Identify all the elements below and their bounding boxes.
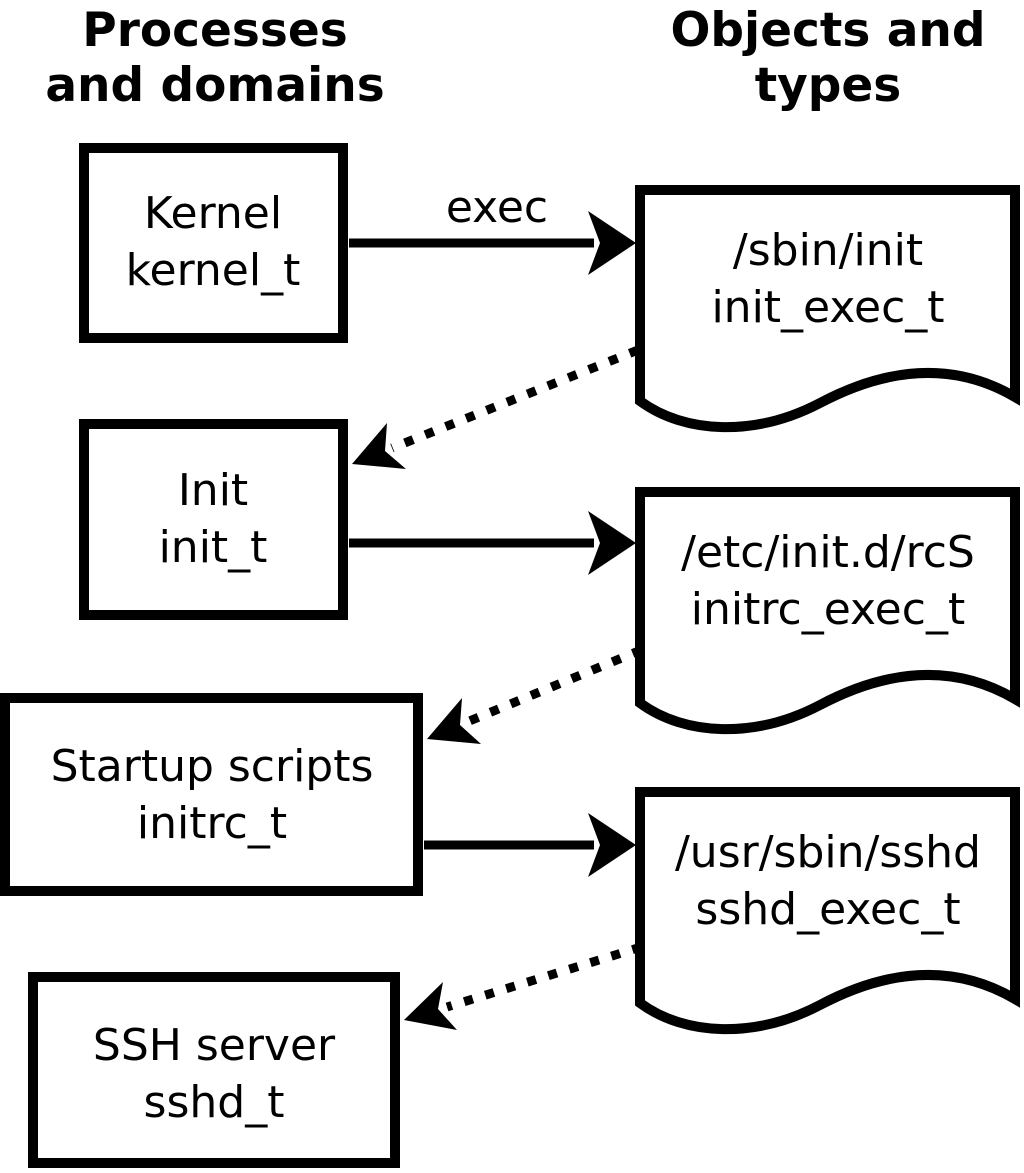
ssh-server-domain: sshd_t [144, 1077, 285, 1128]
transition-dotted-shaft [390, 345, 640, 453]
sshd-exec-type: sshd_exec_t [695, 884, 960, 935]
ssh-server-label: SSH server [93, 1020, 336, 1071]
transition-arrow-to-sshd [404, 942, 643, 1030]
exec-arrow-init-to-initrc-exec [349, 511, 636, 575]
process-node-initrc: Startup scripts initrc_t [0, 693, 423, 896]
init-label: Init [178, 465, 248, 516]
startup-scripts-domain: initrc_t [137, 798, 287, 849]
column-header-processes: Processes and domains [45, 3, 384, 113]
transition-arrow-to-initrc [427, 645, 643, 744]
exec-arrow-label: exec [446, 182, 548, 233]
exec-arrowhead-icon [588, 211, 636, 275]
transition-arrow-to-init [352, 345, 640, 469]
init-exec-path: /sbin/init [733, 225, 923, 276]
startup-scripts-label: Startup scripts [51, 741, 374, 792]
process-node-init: Init init_t [79, 419, 348, 620]
transition-arrowhead-icon [352, 423, 406, 469]
header-objects-line2: types [755, 58, 902, 113]
kernel-box [79, 143, 348, 343]
initrc-exec-type: initrc_exec_t [691, 584, 965, 635]
kernel-domain: kernel_t [126, 245, 301, 296]
header-objects-line1: Objects and [670, 3, 985, 58]
header-processes-line2: and domains [45, 58, 384, 113]
kernel-label: Kernel [144, 188, 282, 239]
startup-scripts-box [0, 693, 423, 896]
initrc-exec-document-shape [635, 487, 1020, 735]
column-header-objects: Objects and types [670, 3, 985, 113]
object-node-sshd-exec: /usr/sbin/sshd sshd_exec_t [635, 787, 1020, 1035]
exec-arrow-initrc-to-sshd-exec [424, 813, 636, 877]
exec-arrow-kernel-to-init-exec: exec [349, 182, 636, 275]
transition-arrowhead-icon [427, 698, 481, 744]
exec-arrowhead-icon [588, 813, 636, 877]
init-exec-type: init_exec_t [711, 282, 944, 333]
process-node-kernel: Kernel kernel_t [79, 143, 348, 343]
process-node-sshd: SSH server sshd_t [28, 972, 400, 1168]
init-box [79, 419, 348, 620]
init-exec-document-shape [635, 185, 1020, 433]
sshd-exec-document-shape [635, 787, 1020, 1035]
init-domain: init_t [159, 522, 268, 573]
object-node-init-exec: /sbin/init init_exec_t [635, 185, 1020, 433]
header-processes-line1: Processes [82, 3, 347, 58]
initrc-exec-path: /etc/init.d/rcS [681, 527, 975, 578]
sshd-exec-path: /usr/sbin/sshd [675, 827, 981, 878]
transition-dotted-shaft [445, 942, 643, 1012]
object-node-initrc-exec: /etc/init.d/rcS initrc_exec_t [635, 487, 1020, 735]
ssh-server-box [28, 972, 400, 1168]
exec-arrowhead-icon [588, 511, 636, 575]
transition-arrowhead-icon [404, 982, 457, 1030]
transition-dotted-shaft [465, 645, 643, 727]
